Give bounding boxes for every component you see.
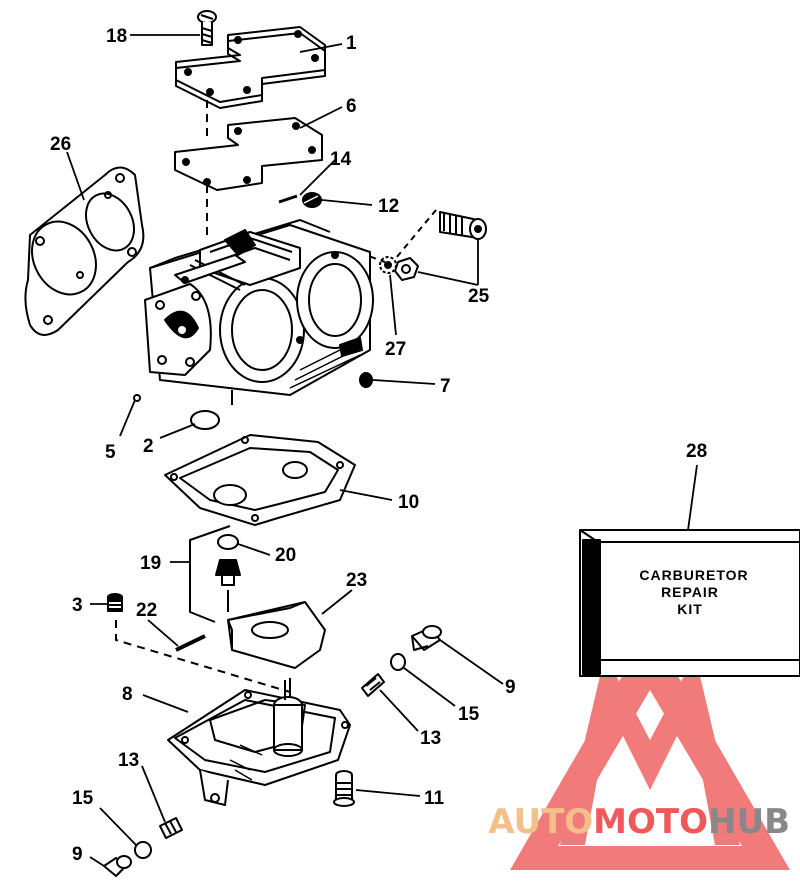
callout-1: 1 [346,33,357,54]
part-screw-18 [197,10,217,46]
callout-20: 20 [275,545,296,566]
part-washer-15-upper [390,653,406,671]
callout-14: 14 [330,149,352,170]
callout-25: 25 [468,286,490,307]
callout-23: 23 [346,570,367,591]
callout-labels: 18 1 6 26 14 12 25 27 7 5 2 10 28 19 20 … [50,26,707,865]
part-screw-9-upper [411,625,442,651]
part-repair-kit-28 [579,529,800,677]
kit-box-label: CARBURETOR REPAIR KIT [639,567,748,617]
part-gasket-6 [174,117,323,191]
kit-label-line1: CARBURETOR [639,567,748,583]
callout-28: 28 [686,441,707,462]
part-needle-seat [215,559,241,612]
watermark-logo [510,628,790,870]
callout-26: 26 [50,134,71,155]
kit-label-line3: KIT [677,601,703,617]
part-screw-9-lower [103,855,132,877]
callout-27: 27 [385,339,406,360]
part-washer-20 [217,534,239,550]
callout-5: 5 [105,442,116,463]
part-ball-5 [133,394,141,402]
callout-9-lower: 9 [72,844,83,865]
callout-12: 12 [378,196,399,217]
part-cover-plate-1 [175,26,326,109]
part-jet-13-lower [159,817,183,839]
part-float-23 [227,601,326,669]
callout-11: 11 [424,788,445,809]
callout-15-upper: 15 [458,704,480,725]
part-needle-bracket-19 [189,525,231,623]
leader-lines [66,34,698,867]
callout-2: 2 [143,436,154,457]
callout-3: 3 [72,595,83,616]
parts-drawing [24,10,800,877]
part-float-bowl-8 [167,678,351,806]
callout-13-lower: 13 [118,750,139,771]
watermark-auto: AUTO [488,802,593,842]
watermark-m-shape [560,655,740,845]
callout-6: 6 [346,96,357,117]
part-plug-3 [107,593,123,612]
part-jet-13-upper [361,673,385,697]
part-screw-11 [333,770,355,807]
part-screw-nut-25 [394,211,487,281]
part-washer-15-lower [134,841,152,859]
kit-label-line2: REPAIR [661,584,719,600]
part-gasket-10 [164,434,356,526]
part-plug-7 [359,372,373,388]
callout-10: 10 [398,492,419,513]
alignment-line [395,209,437,259]
alignment-line [115,620,291,693]
callout-22: 22 [136,600,157,621]
callout-13-upper: 13 [420,728,441,749]
part-flange-gasket-26 [24,166,145,336]
callout-18: 18 [106,26,127,47]
part-carburetor-body [144,219,374,405]
callout-7: 7 [440,376,451,397]
part-jet-12 [302,192,322,208]
callout-19: 19 [140,553,161,574]
callout-9-upper: 9 [505,677,516,698]
callout-8: 8 [122,684,133,705]
part-plug-2 [190,410,220,430]
watermark-moto: MOTO [593,802,708,842]
part-lockwasher-27 [379,256,397,274]
part-pin-14 [278,194,298,204]
part-pin-22 [175,634,206,652]
watermark-hub: HUB [708,802,790,842]
callout-15-lower: 15 [72,788,94,809]
watermark-wordmark: AUTOMOTOHUB [488,802,790,842]
